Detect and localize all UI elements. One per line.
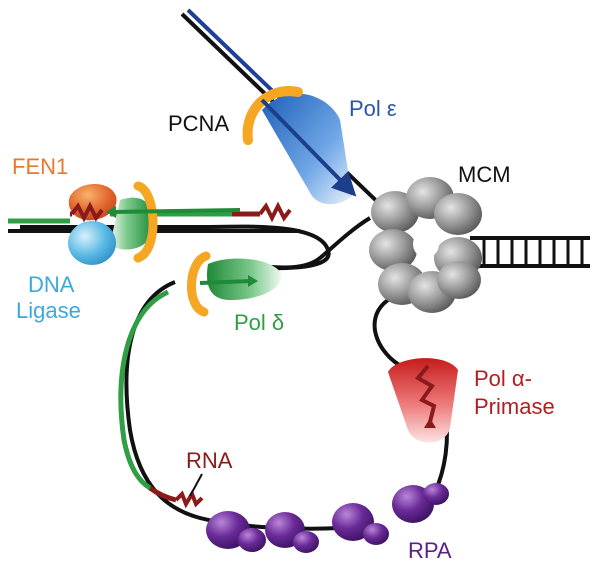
pcna-label: PCNA [168, 111, 229, 136]
okazaki-lower [118, 289, 204, 509]
pol-epsilon-label: Pol ε [349, 96, 397, 121]
mcm-helicase [369, 177, 482, 313]
pol-alpha-label-2: Primase [474, 394, 555, 419]
rna-label: RNA [186, 448, 233, 473]
pol-delta-label: Pol δ [234, 310, 284, 335]
rpa-proteins [206, 483, 449, 553]
fen1-label: FEN1 [12, 154, 68, 179]
mcm-label: MCM [458, 162, 511, 187]
dna-ligase-label-1: DNA [28, 272, 75, 297]
pol-epsilon [242, 86, 357, 205]
dna-ligase-label-2: Ligase [16, 298, 81, 323]
pol-delta [187, 251, 281, 317]
pol-alpha-primase [388, 358, 458, 443]
parental-duplex [470, 236, 590, 268]
rpa-label: RPA [408, 538, 452, 563]
pol-alpha-label-1: Pol α- [474, 366, 532, 391]
fen1-ligase-complex [68, 181, 241, 265]
